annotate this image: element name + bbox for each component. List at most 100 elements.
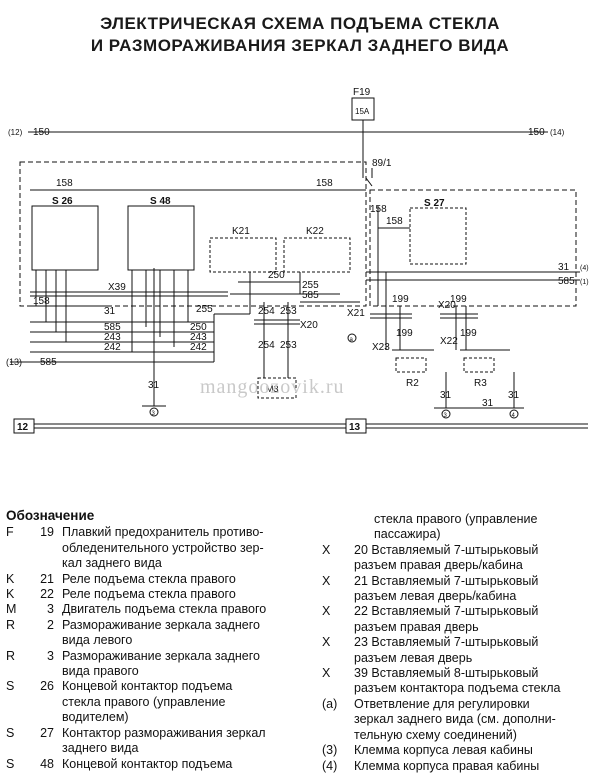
wire-254-a: 254	[258, 306, 275, 317]
legend-text: Концевой контактор подъема	[62, 756, 233, 771]
ground-mark-2: 3	[444, 413, 448, 419]
legend-letter: R	[6, 617, 16, 632]
wire-31-b: 31	[148, 380, 160, 391]
wire-199-c: 199	[396, 328, 413, 339]
legend-text: 22 Вставляемый 7-штырьковый разъем права…	[354, 604, 539, 634]
wiring-diagram: F19 15A (12) 150 150 (14) 89/1 158 158 1…	[6, 87, 589, 434]
wire-243-a: 243	[104, 332, 121, 343]
relay-k21	[209, 237, 277, 273]
legend-letter: (3)	[322, 743, 338, 758]
x20-left-label: X20	[300, 320, 318, 331]
left-bus-ref: (12)	[8, 128, 23, 137]
legend-text: Плавкий предохранитель противо- обледени…	[62, 525, 264, 571]
wire-31-e: 31	[482, 398, 494, 409]
legend-text: Клемма корпуса левая кабины	[354, 743, 533, 758]
wire-158-b: 158	[316, 178, 333, 189]
right-door-frame	[369, 189, 577, 307]
wire-199-d: 199	[460, 328, 477, 339]
s27-label: S 27	[424, 198, 445, 209]
wire-199-a: 199	[392, 294, 409, 305]
node-89: 89/1	[372, 158, 392, 169]
wire-585-b: 585	[302, 290, 319, 301]
right-bus-ref: (14)	[550, 128, 565, 137]
legend-number: 48	[40, 756, 54, 771]
x22-label: X22	[440, 336, 458, 347]
legend-letter: S	[6, 725, 15, 740]
section-left: 12	[17, 422, 29, 433]
legend-text: 23 Вставляемый 7-штырьковый разъем левая…	[354, 635, 539, 665]
wire-31-d: 31	[508, 390, 520, 401]
k22-label: K22	[306, 226, 324, 237]
s48-label: S 48	[150, 196, 171, 207]
legend-letter: X	[322, 635, 331, 650]
wire-255-a: 255	[196, 304, 213, 315]
x20-right-label: X20	[438, 300, 456, 311]
legend-item: K 21 Реле подъема стекла правого	[6, 572, 296, 587]
watermark: mangoozovik.ru	[200, 376, 345, 398]
wire-585-d: 585	[558, 276, 575, 287]
legend-item: X 23 Вставляемый 7-штырьковый разъем лева…	[322, 635, 594, 666]
legend-number: 21	[40, 571, 54, 586]
wire-242-a: 242	[104, 342, 121, 353]
title-line-1: ЭЛЕКТРИЧЕСКАЯ СХЕМА ПОДЪЕМА СТЕКЛА	[100, 14, 500, 33]
left-bus-wire: 150	[33, 127, 50, 138]
legend-text: 20 Вставляемый 7-штырьковый разъем права…	[354, 542, 539, 573]
wire-31-c: 31	[440, 390, 452, 401]
legend-item: X 20 Вставляемый 7-штырьковый разъем прав…	[322, 543, 594, 574]
legend-letter: K	[6, 571, 15, 586]
legend-letter: X	[322, 542, 331, 557]
legend-heading: Обозначение	[6, 508, 95, 523]
legend-text: Контактор размораживания зеркал заднего …	[62, 725, 266, 756]
legend-letter: K	[6, 587, 15, 602]
wire-585-c: 585	[40, 357, 57, 368]
wire-250-b: 250	[268, 270, 285, 281]
right-585-ref: (1)	[580, 279, 589, 286]
right-31-ref: (4)	[580, 265, 589, 272]
ground-mark-3: 4	[512, 413, 516, 419]
legend-letter: X	[322, 666, 331, 681]
legend-number: 22	[40, 587, 54, 602]
wire-199-b: 199	[450, 294, 467, 305]
section-right: 13	[349, 422, 361, 433]
legend-number: 27	[40, 725, 54, 740]
wire-242-b: 242	[190, 342, 207, 353]
legend-letter: X	[322, 573, 331, 588]
r2-label: R2	[406, 378, 419, 389]
legend-letter: R	[6, 648, 16, 663]
x23-label: X23	[372, 342, 390, 353]
title-line-2: И РАЗМОРАЖИВАНИЯ ЗЕРКАЛ ЗАДНЕГО ВИДА	[90, 36, 510, 55]
legend-text: 21 Вставляемый 7-штырьковый разъем левая…	[354, 573, 539, 604]
legend-item: R 2 Размораживание зеркала заднего вида ле…	[6, 618, 296, 649]
m3-label: M3	[266, 384, 279, 394]
legend-item: X 21 Вставляемый 7-штырьковый разъем лева…	[322, 574, 594, 605]
wire-158-d: 158	[386, 216, 403, 227]
legend-number: 2	[47, 617, 54, 632]
s26-label: S 26	[52, 196, 73, 207]
legend-right-continuation: стекла правого (управление пассажира)	[374, 512, 538, 542]
wire-250-a: 250	[190, 322, 207, 333]
left-door-frame	[19, 161, 367, 307]
note-a-mark: a	[350, 337, 354, 343]
legend-text: Размораживание зеркала заднего вида лево…	[62, 617, 260, 648]
wire-243-b: 243	[190, 332, 207, 343]
legend-number: 3	[47, 648, 54, 663]
wire-158-c: 158	[370, 204, 387, 215]
left-585-ref: (13)	[6, 357, 22, 367]
heater-r2	[395, 357, 427, 373]
wire-158-a: 158	[56, 178, 73, 189]
wire-585-a: 585	[104, 322, 121, 333]
wire-253-a: 253	[280, 306, 297, 317]
legend-letter: S	[6, 679, 15, 694]
legend-text: Реле подъема стекла правого	[62, 571, 236, 586]
switch-s48	[127, 205, 195, 271]
r3-label: R3	[474, 378, 487, 389]
k21-label: K21	[232, 226, 250, 237]
